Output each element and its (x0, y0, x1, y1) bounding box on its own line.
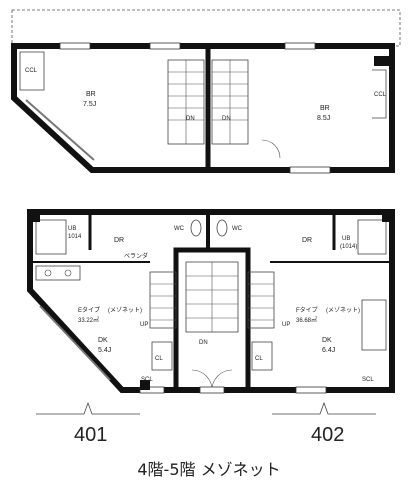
unit-marker-left (36, 401, 140, 415)
upper-closet-right (372, 69, 387, 119)
plan-caption: 4階-5階 メゾネット (137, 460, 281, 479)
upper-dashed-outline (11, 9, 401, 47)
upper-pillar-right (374, 56, 390, 66)
lower-pillar-2 (382, 212, 392, 222)
upper-stair-left-label: DN (186, 116, 195, 122)
lower-right-scl: SCL (362, 377, 374, 383)
lower-kitchen-left (35, 265, 81, 281)
lower-right-type-kind: (メゾネット) (326, 307, 360, 314)
lower-right-up: UP (282, 322, 290, 328)
upper-outer-wall (11, 43, 395, 173)
unit-number-left: 401 (74, 424, 108, 446)
lower-right-type: Fタイプ (296, 306, 318, 314)
lower-left-balcony: ベランダ (124, 252, 148, 260)
lower-stair-right (247, 271, 275, 329)
upper-bay-window (25, 99, 95, 161)
lower-left-bath-name: UB (68, 226, 76, 232)
upper-closet-left-label: CCL (25, 68, 38, 74)
upper-room-left-size: 7.5J (83, 101, 96, 108)
upper-window-2 (149, 42, 181, 50)
lower-bathtub-left (35, 219, 67, 255)
lower-left-dk-size: 5.4J (98, 347, 111, 354)
upper-stair-right (211, 59, 249, 145)
unit-number-right: 402 (311, 424, 345, 446)
lower-stair-dn: DN (199, 340, 208, 346)
upper-closet-left (19, 51, 45, 91)
lower-toilet-right (216, 219, 228, 237)
lower-outer-wall (27, 209, 395, 393)
lower-bay-window (39, 305, 111, 381)
upper-window-3 (284, 42, 316, 50)
lower-closet-right (251, 341, 273, 371)
lower-stove-left (44, 269, 52, 277)
lower-pillar-3 (140, 380, 150, 390)
lower-floor: UB 1014 DR WC ベランダ Eタイプ (メゾネット) 33.22㎡ D… (27, 209, 395, 394)
lower-left-scl: SCL (141, 377, 153, 383)
lower-right-dk-size: 6.4J (322, 347, 335, 354)
lower-left-dk-name: DK (98, 337, 108, 344)
unit-markers (36, 401, 376, 415)
lower-kitchen-right (361, 299, 387, 351)
lower-bathtub-right (357, 219, 387, 255)
lower-left-cl: CL (155, 356, 163, 362)
lower-sink-left (64, 269, 72, 277)
lower-toilet-left (190, 219, 202, 237)
lower-right-dr: DR (302, 237, 312, 244)
upper-window-1 (59, 42, 91, 50)
lower-closet-left (151, 341, 173, 371)
upper-room-right-name: BR (320, 105, 330, 112)
lower-right-cl: CL (255, 356, 263, 362)
lower-right-area: 36.68㎡ (296, 316, 317, 324)
upper-room-left-name: BR (86, 91, 96, 98)
lower-right-bath-name: UB (342, 236, 350, 242)
upper-stair-left (167, 59, 205, 145)
lower-window-bottom (199, 386, 225, 394)
lower-right-wc: WC (232, 226, 243, 232)
upper-closet-right-label: CCL (374, 92, 387, 98)
upper-door-swing (261, 139, 281, 159)
upper-window-4 (289, 166, 331, 174)
lower-left-wc: WC (174, 226, 185, 232)
lower-stair-center (185, 261, 239, 333)
lower-left-dr: DR (114, 237, 124, 244)
lower-window-bottom-right (295, 386, 327, 394)
lower-right-dk-name: DK (322, 337, 332, 344)
upper-stair-right-label: DN (222, 116, 231, 122)
lower-left-type: Eタイプ (78, 306, 100, 314)
lower-pillar-1 (30, 212, 40, 222)
lower-left-type-kind: (メゾネット) (108, 307, 142, 314)
lower-left-bath-size: 1014 (68, 234, 82, 240)
unit-marker-right (272, 401, 376, 415)
lower-left-up: UP (140, 322, 148, 328)
lower-stair-left (149, 271, 177, 329)
upper-floor: CCL BR 7.5J BR 8.5J CCL DN DN (11, 9, 401, 174)
lower-left-area: 33.22㎡ (78, 316, 99, 324)
upper-room-right-size: 8.5J (317, 115, 330, 122)
lower-right-bath-size: (1014) (340, 244, 357, 250)
